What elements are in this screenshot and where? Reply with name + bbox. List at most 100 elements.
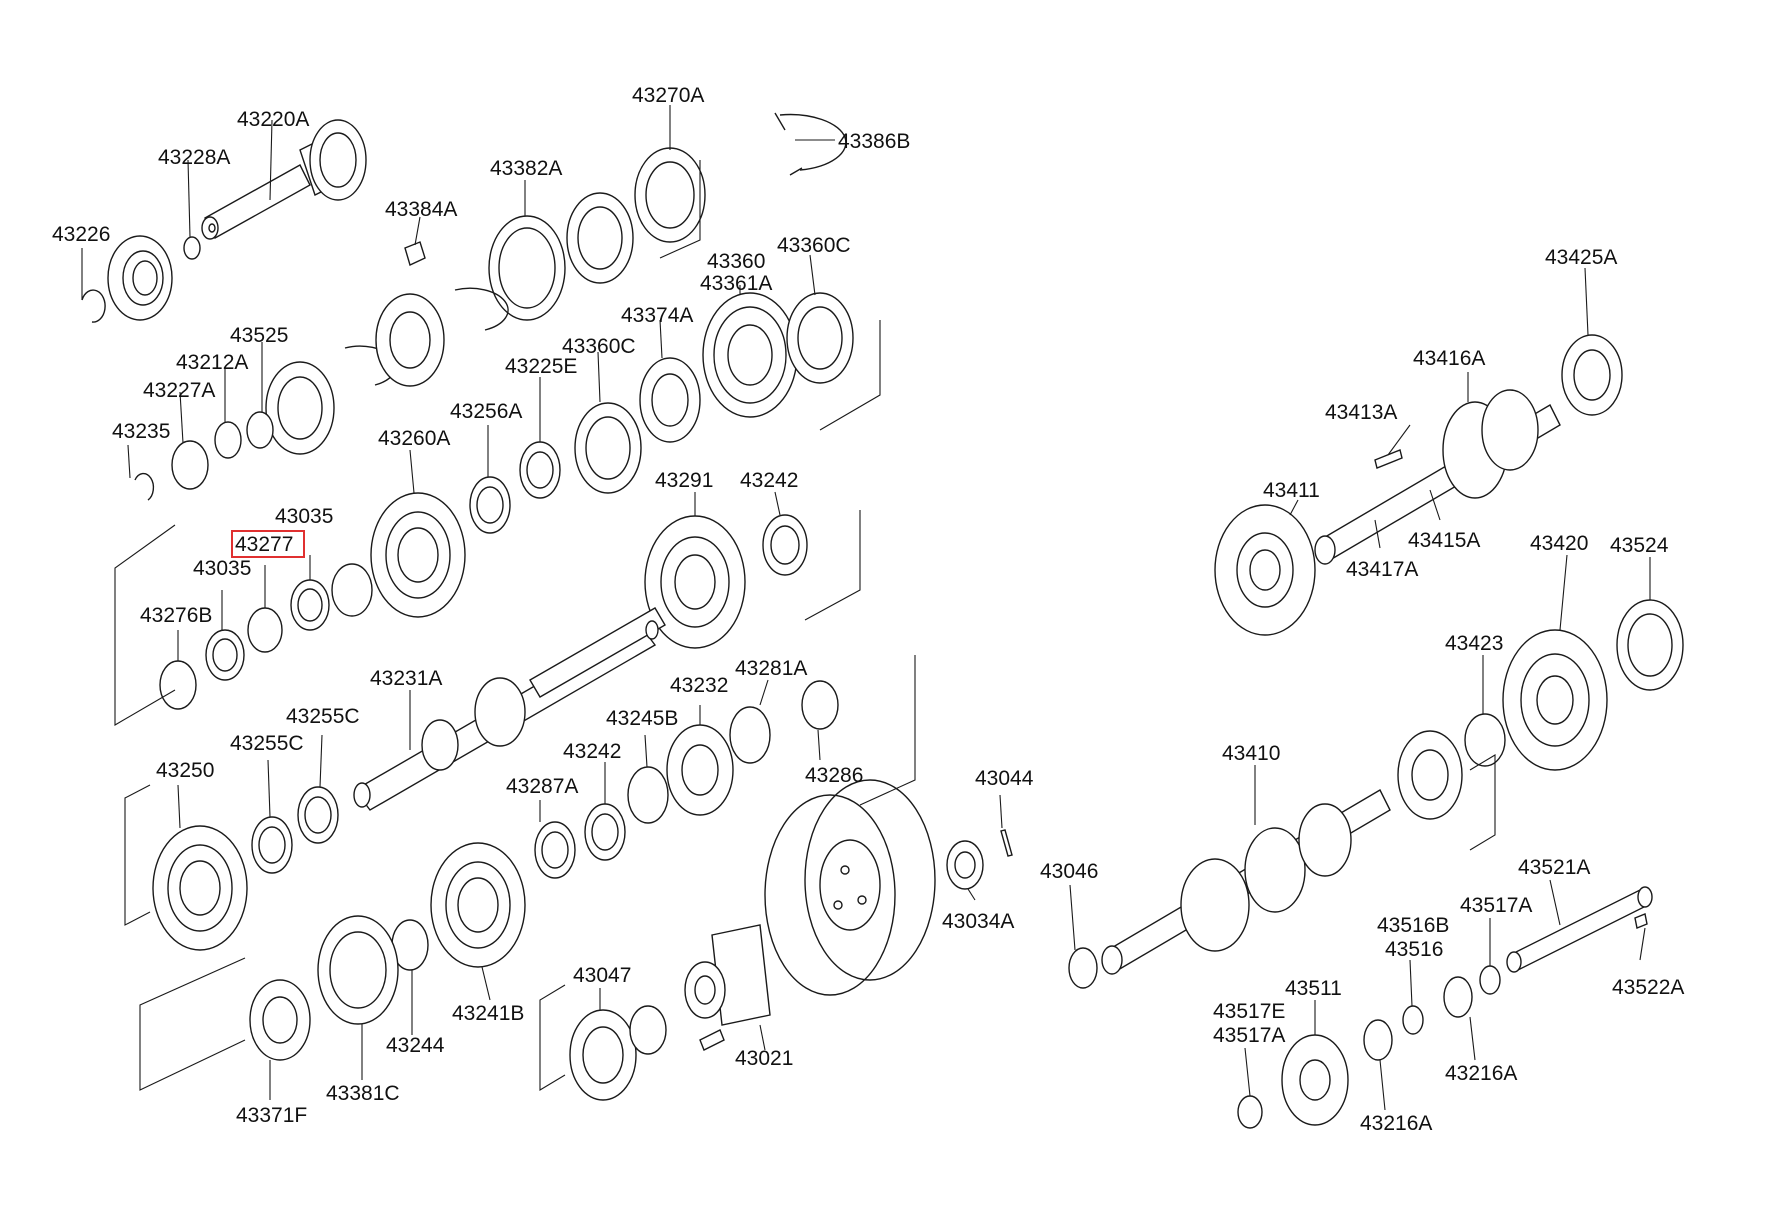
bearing-43242-mid-drawing xyxy=(584,803,626,861)
washer-43245B-drawing xyxy=(627,766,669,824)
part-highlight-box xyxy=(231,530,305,558)
part-label-43516B[interactable]: 43516B xyxy=(1377,914,1449,937)
part-label-43415A[interactable]: 43415A xyxy=(1408,529,1480,552)
sleeve-43381C-drawing xyxy=(317,915,399,1025)
part-label-43410[interactable]: 43410 xyxy=(1222,742,1280,765)
part-label-43420[interactable]: 43420 xyxy=(1530,532,1588,555)
part-label-43035-bot[interactable]: 43035 xyxy=(193,557,251,580)
part-label-43384A[interactable]: 43384A xyxy=(385,198,457,221)
part-label-43286[interactable]: 43286 xyxy=(805,764,863,787)
part-label-43046[interactable]: 43046 xyxy=(1040,860,1098,883)
part-label-43361A[interactable]: 43361A xyxy=(700,272,772,295)
part-label-43242-top[interactable]: 43242 xyxy=(740,469,798,492)
part-label-43226[interactable]: 43226 xyxy=(52,223,110,246)
part-label-43517A-top[interactable]: 43517A xyxy=(1460,894,1532,917)
sleeve-43287A-drawing xyxy=(534,821,576,879)
part-label-43522A[interactable]: 43522A xyxy=(1612,976,1684,999)
part-label-43260A[interactable]: 43260A xyxy=(378,427,450,450)
part-label-43256A[interactable]: 43256A xyxy=(450,400,522,423)
part-label-43232[interactable]: 43232 xyxy=(670,674,728,697)
part-label-43516[interactable]: 43516 xyxy=(1385,938,1443,961)
counter-shaft-43416A-drawing xyxy=(1314,389,1561,565)
bearing-43216A-right-drawing xyxy=(1443,976,1473,1018)
part-label-43216A-bot[interactable]: 43216A xyxy=(1360,1112,1432,1135)
part-label-43220A[interactable]: 43220A xyxy=(237,108,309,131)
seal-43047-drawing xyxy=(629,1005,667,1055)
part-label-43244[interactable]: 43244 xyxy=(386,1034,445,1057)
part-label-43382A[interactable]: 43382A xyxy=(490,157,562,180)
gear-43260A-drawing xyxy=(370,492,466,618)
part-label-43255C-bot[interactable]: 43255C xyxy=(230,732,304,755)
part-label-43371F[interactable]: 43371F xyxy=(236,1104,307,1127)
gear-43241B-drawing xyxy=(430,842,526,968)
part-label-43511[interactable]: 43511 xyxy=(1285,977,1342,1000)
leader-lines xyxy=(81,105,1651,1111)
retainer-ends xyxy=(774,112,803,176)
bearing-43425A-drawing xyxy=(1561,334,1623,416)
part-label-43360[interactable]: 43360 xyxy=(707,250,765,273)
part-label-43276B[interactable]: 43276B xyxy=(140,604,212,627)
part-label-43235[interactable]: 43235 xyxy=(112,420,170,443)
main-shaft-drawing xyxy=(353,607,666,811)
part-label-43231A[interactable]: 43231A xyxy=(370,667,442,690)
part-label-43360C[interactable]: 43360C xyxy=(777,234,851,257)
part-label-43277[interactable]: 43277 xyxy=(235,533,293,556)
part-label-43525[interactable]: 43525 xyxy=(230,324,288,347)
part-label-43245B[interactable]: 43245B xyxy=(606,707,678,730)
part-label-43228A[interactable]: 43228A xyxy=(158,146,230,169)
bearing-43227A-drawing xyxy=(214,421,242,459)
flange-43021-drawing xyxy=(684,924,771,1051)
gear-43235-drawing xyxy=(171,440,209,490)
part-label-43517E[interactable]: 43517E xyxy=(1213,1000,1285,1023)
part-label-43425A[interactable]: 43425A xyxy=(1545,246,1617,269)
part-label-43291[interactable]: 43291 xyxy=(655,469,713,492)
bracket-top-sleeve xyxy=(659,160,701,259)
part-label-43047[interactable]: 43047 xyxy=(573,964,631,987)
bearing-43255C-top-drawing xyxy=(297,786,339,844)
part-label-43225E[interactable]: 43225E xyxy=(505,355,577,378)
bearing-43232-drawing xyxy=(666,724,734,816)
bracket-right-output xyxy=(1469,754,1496,851)
washer-43517E-drawing xyxy=(1237,1095,1263,1129)
part-label-43255C-top[interactable]: 43255C xyxy=(286,705,360,728)
circlip-43226-drawing xyxy=(81,289,106,323)
part-label-43517A-bot[interactable]: 43517A xyxy=(1213,1024,1285,1047)
part-label-43044[interactable]: 43044 xyxy=(975,767,1034,790)
retainer-right-drawing xyxy=(454,287,509,331)
part-label-43521A[interactable]: 43521A xyxy=(1518,856,1590,879)
part-labels: 43220A 43228A 43226 43270A 43386B 43382A… xyxy=(52,84,1684,1135)
part-label-43416A[interactable]: 43416A xyxy=(1413,347,1485,370)
bracket-left-lower xyxy=(124,784,151,926)
gear-43411-drawing xyxy=(1214,504,1316,636)
part-label-43281A[interactable]: 43281A xyxy=(735,657,807,680)
washer-43517A-top-drawing xyxy=(1479,965,1501,995)
part-label-43021[interactable]: 43021 xyxy=(735,1047,793,1070)
part-label-43423[interactable]: 43423 xyxy=(1445,632,1503,655)
part-label-43250[interactable]: 43250 xyxy=(156,759,214,782)
output-shaft-43410-drawing xyxy=(1101,789,1391,975)
part-label-43524[interactable]: 43524 xyxy=(1610,534,1669,557)
part-label-43212A[interactable]: 43212A xyxy=(176,351,248,374)
part-label-43374A[interactable]: 43374A xyxy=(621,304,693,327)
part-label-43381C[interactable]: 43381C xyxy=(326,1082,400,1105)
part-label-43386B[interactable]: 43386B xyxy=(838,130,910,153)
bearing-43281A-drawing xyxy=(729,706,771,764)
part-label-43034A[interactable]: 43034A xyxy=(942,910,1014,933)
input-shaft-drawing xyxy=(201,119,367,240)
part-label-43227A[interactable]: 43227A xyxy=(143,379,215,402)
gear-43420-drawing xyxy=(1502,629,1608,771)
part-label-43035-top[interactable]: 43035 xyxy=(275,505,333,528)
part-label-43270A[interactable]: 43270A xyxy=(632,84,704,107)
part-label-43413A[interactable]: 43413A xyxy=(1325,401,1397,424)
part-label-43417A[interactable]: 43417A xyxy=(1346,558,1418,581)
part-label-43242-mid[interactable]: 43242 xyxy=(563,740,621,763)
part-label-43360C-mid[interactable]: 43360C xyxy=(562,335,636,358)
part-label-43287A[interactable]: 43287A xyxy=(506,775,578,798)
gear-43250-drawing xyxy=(152,825,248,951)
part-label-43216A-right[interactable]: 43216A xyxy=(1445,1062,1517,1085)
part-label-43241B[interactable]: 43241B xyxy=(452,1002,524,1025)
nut-43286-drawing xyxy=(801,680,839,730)
bearing-43035-top-drawing xyxy=(290,579,330,631)
part-label-43411[interactable]: 43411 xyxy=(1263,479,1320,502)
